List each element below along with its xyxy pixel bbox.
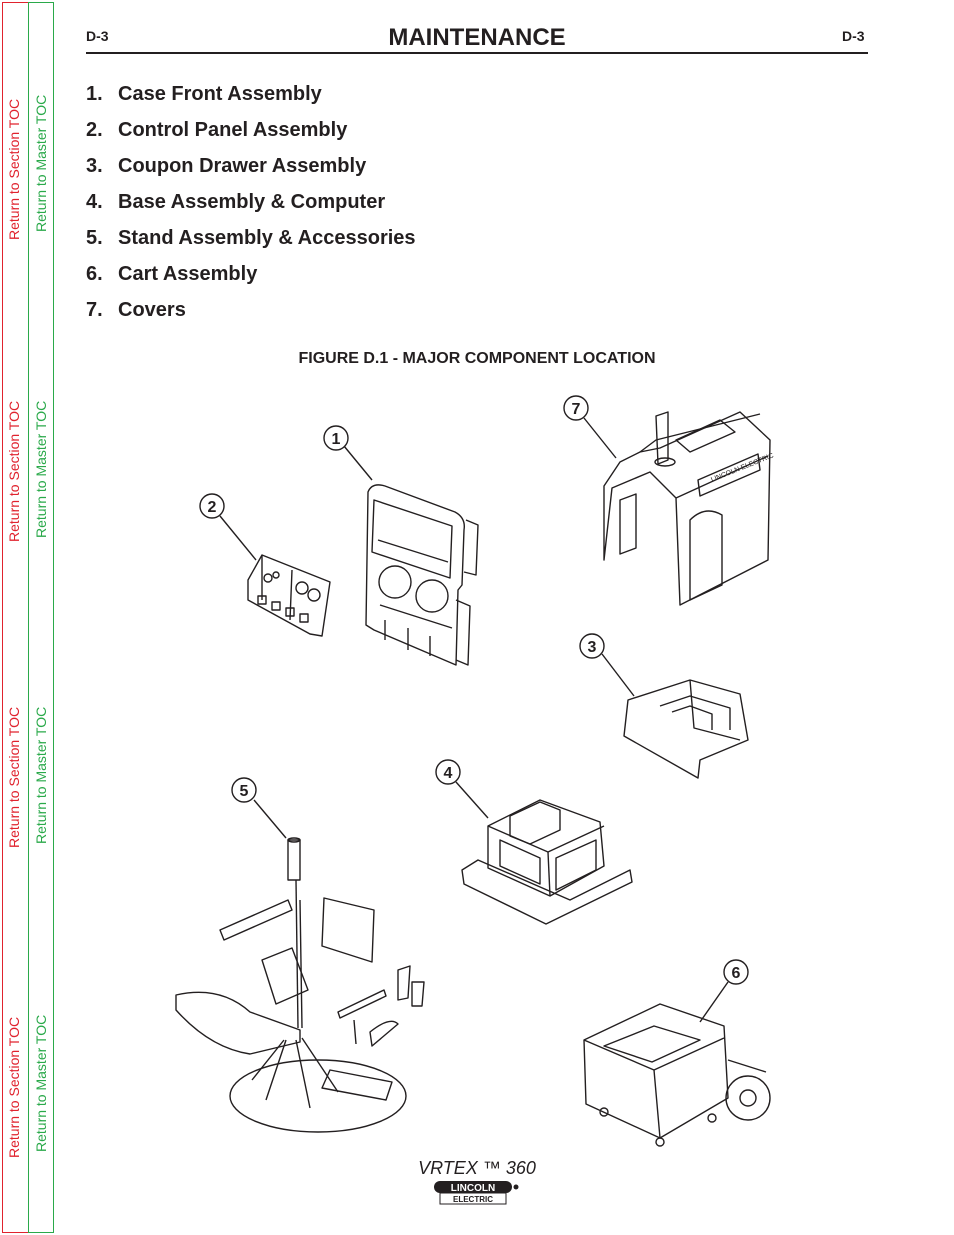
- item-number: 5.: [86, 227, 103, 249]
- covers-drawing: LINCOLN ELECTRIC: [603, 411, 775, 606]
- figure-caption: FIGURE D.1 - MAJOR COMPONENT LOCATION: [298, 350, 656, 367]
- item-number: 1.: [86, 83, 103, 105]
- list-item: 3. Coupon Drawer Assembly: [86, 152, 416, 188]
- item-label: Case Front Assembly: [118, 83, 322, 105]
- item-number: 2.: [86, 119, 103, 141]
- stand-assembly-drawing: [175, 837, 425, 1133]
- item-label: Coupon Drawer Assembly: [118, 155, 367, 177]
- logo-top-text: LINCOLN: [451, 1183, 495, 1194]
- list-item: 6. Cart Assembly: [86, 260, 416, 296]
- list-item: 2. Control Panel Assembly: [86, 116, 416, 152]
- page-title: MAINTENANCE: [388, 24, 566, 51]
- callout-5: 5: [231, 777, 287, 839]
- list-item: 7. Covers: [86, 296, 416, 332]
- callout-6: 6: [699, 959, 749, 1023]
- callout-7: 7: [563, 395, 617, 459]
- item-label: Control Panel Assembly: [118, 119, 348, 141]
- item-number: 6.: [86, 263, 103, 285]
- coupon-drawer-drawing: [623, 679, 749, 779]
- callout-2: 2: [199, 493, 257, 561]
- page-number-left: D-3: [86, 28, 109, 44]
- callout-4: 4: [435, 759, 489, 819]
- component-list: 1. Case Front Assembly 2. Control Panel As…: [86, 80, 416, 332]
- list-item: 5. Stand Assembly & Accessories: [86, 224, 416, 260]
- item-number: 3.: [86, 155, 103, 177]
- item-number: 7.: [86, 299, 103, 321]
- callout-label: 7: [572, 401, 581, 418]
- cart-assembly-drawing: [583, 1003, 771, 1147]
- cover-brand-text: LINCOLN ELECTRIC: [710, 452, 775, 484]
- item-label: Base Assembly & Computer: [118, 191, 386, 213]
- item-label: Covers: [118, 299, 186, 321]
- product-name: VRTEX ™ 360: [418, 1158, 536, 1178]
- callout-1: 1: [323, 425, 373, 481]
- callout-label: 2: [208, 499, 217, 516]
- item-label: Cart Assembly: [118, 263, 258, 285]
- callout-label: 6: [732, 965, 741, 982]
- page-number-right: D-3: [842, 28, 865, 44]
- case-front-assembly-drawing: [365, 484, 479, 666]
- lincoln-electric-logo: LINCOLN ELECTRIC: [434, 1181, 519, 1205]
- callout-label: 3: [588, 639, 597, 656]
- callout-3: 3: [579, 633, 635, 697]
- list-item: 1. Case Front Assembly: [86, 80, 416, 116]
- callout-label: 1: [332, 431, 341, 448]
- callout-label: 5: [240, 783, 249, 800]
- list-item: 4. Base Assembly & Computer: [86, 188, 416, 224]
- item-number: 4.: [86, 191, 103, 213]
- callout-label: 4: [444, 765, 453, 782]
- master-toc-border: [28, 2, 54, 1233]
- control-panel-drawing: [247, 554, 331, 637]
- logo-bottom-text: ELECTRIC: [453, 1195, 493, 1204]
- base-computer-drawing: [461, 799, 633, 925]
- header-rule: [86, 52, 868, 54]
- item-label: Stand Assembly & Accessories: [118, 227, 416, 249]
